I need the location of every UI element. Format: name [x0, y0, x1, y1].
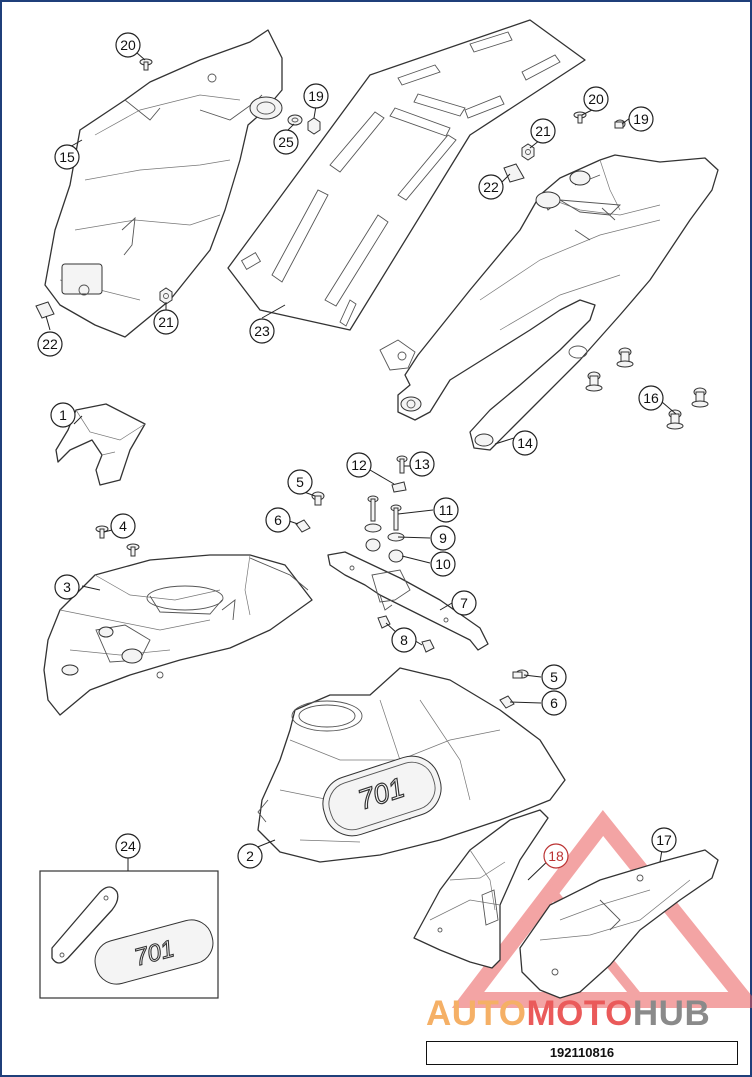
svg-text:14: 14: [517, 435, 533, 451]
callout-9: 18: [543, 843, 569, 869]
nut-21a: [159, 287, 173, 305]
svg-text:25: 25: [278, 134, 294, 150]
part-2-side-cover: 701: [257, 667, 566, 863]
callout-15: 13: [409, 451, 435, 477]
callout-19b: 19: [628, 106, 654, 132]
svg-text:23: 23: [254, 323, 270, 339]
watermark-wordmark: AUTOMOTOHUB: [426, 994, 746, 1034]
callout-17: 15: [54, 144, 80, 170]
svg-text:20: 20: [120, 37, 136, 53]
callout-1: 1: [50, 402, 76, 428]
svg-text:4: 4: [119, 518, 127, 534]
callout-6b: 6: [541, 690, 567, 716]
part-3-tank-cover: [43, 554, 313, 716]
washer-25: [287, 114, 303, 126]
svg-text:11: 11: [439, 502, 454, 518]
callout-5b: 5: [541, 664, 567, 690]
callout-8: 17: [651, 827, 677, 853]
callout-10: 8: [391, 627, 417, 653]
callout-13: 11: [433, 497, 459, 523]
callout-22a: 22: [37, 331, 63, 357]
svg-text:8: 8: [400, 632, 408, 648]
svg-text:22: 22: [483, 179, 499, 195]
screws-18: [585, 347, 709, 430]
screws-4: [95, 525, 140, 557]
callout-20b: 20: [583, 86, 609, 112]
callout-12: 10: [430, 551, 456, 577]
callout-23: 23: [249, 318, 275, 344]
callout-21a: 21: [153, 309, 179, 335]
svg-text:16: 16: [643, 390, 659, 406]
svg-text:9: 9: [439, 530, 447, 546]
callout-21b: 21: [530, 118, 556, 144]
callout-5a: 5: [287, 469, 313, 495]
svg-text:10: 10: [435, 556, 451, 572]
svg-text:21: 21: [535, 123, 551, 139]
svg-text:5: 5: [550, 669, 558, 685]
svg-text:20: 20: [588, 91, 604, 107]
clips-10: [377, 615, 435, 653]
part-16-right-side-panel: [379, 154, 719, 451]
rivet-5b-nut-6b: [499, 669, 529, 709]
svg-text:12: 12: [351, 457, 367, 473]
screw-19b: [614, 119, 626, 129]
callout-7: 7: [451, 590, 477, 616]
screw-20a: [139, 58, 153, 71]
watermark-part-moto: MOTO: [526, 994, 633, 1033]
clip-22a: [35, 301, 55, 319]
part-8-tail-cover: [519, 849, 719, 999]
document-number: 192110816: [426, 1041, 738, 1065]
callout-20a: 20: [115, 32, 141, 58]
part-24-badge-set: 701: [39, 870, 219, 999]
nut-21b: [521, 143, 535, 161]
svg-text:1: 1: [59, 407, 67, 423]
svg-text:19: 19: [633, 111, 649, 127]
callout-25: 25: [273, 129, 299, 155]
clip-22b: [503, 163, 525, 183]
svg-text:3: 3: [63, 579, 71, 595]
svg-text:22: 22: [42, 336, 58, 352]
svg-text:13: 13: [414, 456, 430, 472]
part-7-bracket: [327, 551, 489, 651]
part-1-small-cover: [55, 403, 146, 486]
callout-11: 9: [430, 525, 456, 551]
svg-text:6: 6: [274, 512, 282, 528]
svg-text:21: 21: [158, 314, 174, 330]
callout-22b: 22: [478, 174, 504, 200]
part-9-rear-cover: [413, 809, 549, 969]
watermark-part-auto: AUTO: [426, 994, 527, 1033]
callout-4: 4: [110, 513, 136, 539]
nut-19a: [307, 117, 321, 135]
svg-text:17: 17: [656, 832, 672, 848]
screws-13: [367, 495, 402, 531]
rivet-5a-nut-6a: [295, 491, 325, 533]
callout-24: 24: [115, 833, 141, 859]
svg-text:15: 15: [59, 149, 75, 165]
screw-15-clip-14: [391, 455, 408, 493]
callout-14: 12: [346, 452, 372, 478]
svg-text:7: 7: [460, 595, 468, 611]
callout-2: 2: [237, 843, 263, 869]
callout-19a: 19: [303, 83, 329, 109]
grommets-11-12: [364, 523, 405, 563]
callout-3: 3: [54, 574, 80, 600]
svg-text:18: 18: [548, 848, 564, 864]
svg-text:19: 19: [308, 88, 324, 104]
watermark-part-hub: HUB: [632, 994, 711, 1033]
part-23-sticker-sheet: [227, 19, 586, 331]
svg-text:6: 6: [550, 695, 558, 711]
svg-text:24: 24: [120, 838, 136, 854]
callout-18: 16: [638, 385, 664, 411]
svg-text:2: 2: [246, 848, 254, 864]
callout-16: 14: [512, 430, 538, 456]
screw-20b: [573, 111, 587, 124]
part-17-left-side-panel: [44, 29, 283, 338]
callout-6a: 6: [265, 507, 291, 533]
svg-text:5: 5: [296, 474, 304, 490]
